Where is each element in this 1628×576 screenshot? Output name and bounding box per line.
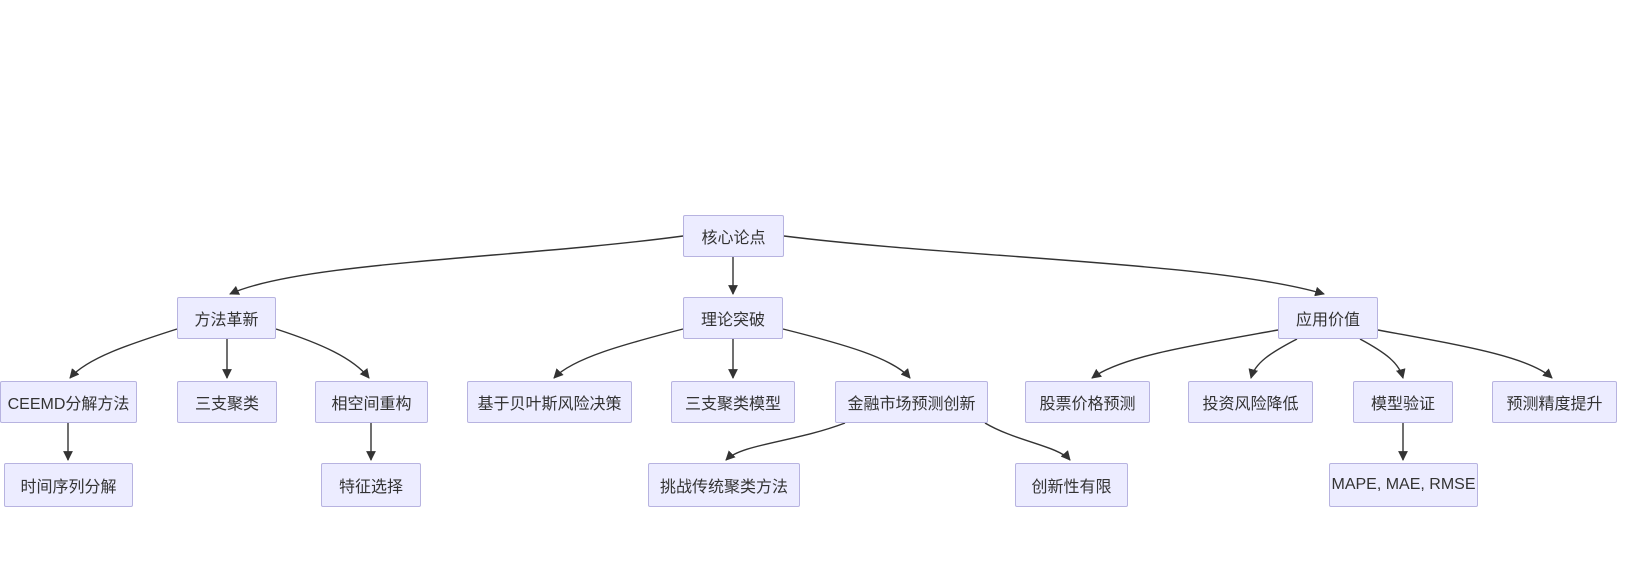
node-three-way-clustering-model: 三支聚类模型 [671,381,795,423]
node-mape-mae-rmse: MAPE, MAE, RMSE [1329,463,1478,507]
node-time-series-decomposition: 时间序列分解 [4,463,133,507]
node-model-validation: 模型验证 [1353,381,1453,423]
node-financial-market-forecast-innovation: 金融市场预测创新 [835,381,988,423]
node-feature-selection: 特征选择 [321,463,421,507]
node-core-thesis: 核心论点 [683,215,784,257]
edge-method-to-phase-space [275,328,370,379]
node-challenge-traditional-clustering: 挑战传统聚类方法 [648,463,800,507]
edge-core-to-method-innovation [229,235,684,295]
edge-financial-to-challenge-traditional [725,422,846,461]
edge-application-to-model-validation [1359,338,1406,379]
node-theoretical-breakthrough: 理论突破 [683,297,783,339]
node-three-way-clustering: 三支聚类 [177,381,277,423]
edge-theory-to-bayesian [553,328,684,379]
edge-core-to-application-value [783,235,1325,297]
node-limited-novelty: 创新性有限 [1015,463,1128,507]
node-method-innovation: 方法革新 [177,297,276,339]
edge-theory-to-financial-innovation [782,328,911,379]
edge-application-to-investment-risk [1248,338,1298,379]
edge-application-to-stock-price [1091,329,1279,379]
node-investment-risk-reduction: 投资风险降低 [1188,381,1313,423]
node-forecast-accuracy-improvement: 预测精度提升 [1492,381,1617,423]
edge-application-to-forecast-accuracy [1377,329,1553,379]
node-bayesian-risk-decision: 基于贝叶斯风险决策 [467,381,632,423]
edge-financial-to-limited-novelty [984,422,1071,461]
edge-method-to-ceemd [69,328,178,379]
node-stock-price-prediction: 股票价格预测 [1025,381,1150,423]
node-application-value: 应用价值 [1278,297,1378,339]
node-ceemd-decomposition: CEEMD分解方法 [0,381,137,423]
node-phase-space-reconstruction: 相空间重构 [315,381,428,423]
